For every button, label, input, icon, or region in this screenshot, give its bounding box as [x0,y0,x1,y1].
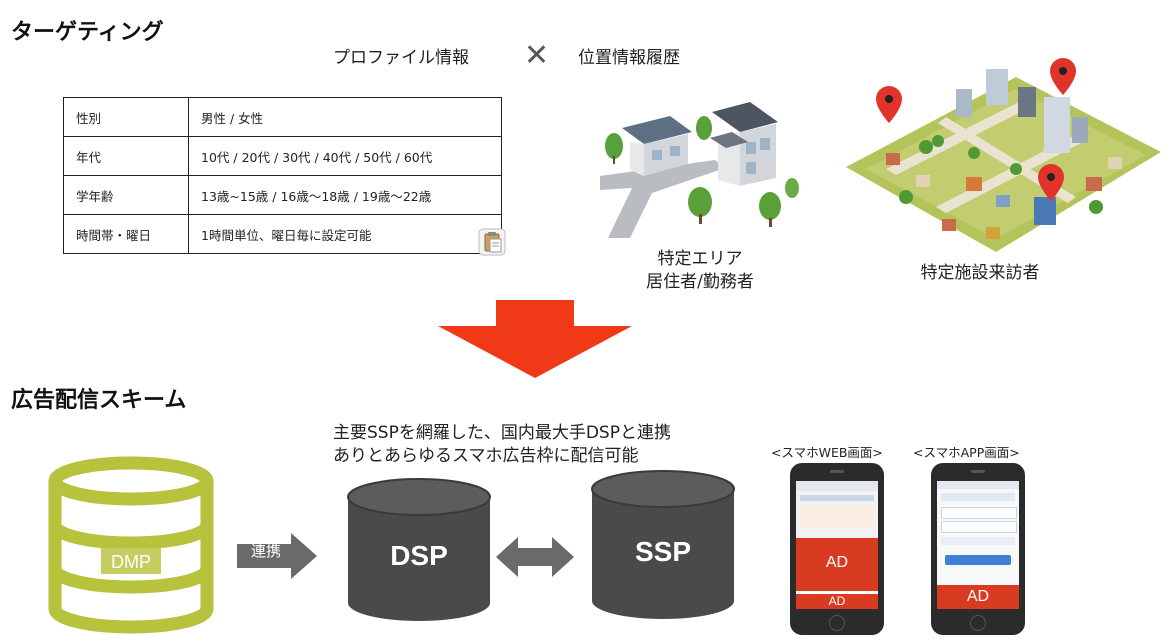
site-content [800,505,874,527]
ssp-label: SSP [635,536,691,567]
location-pin-icon [876,86,902,123]
app-ad-banner[interactable]: AD [937,585,1019,609]
table-row: 年代 10代 / 20代 / 30代 / 40代 / 50代 / 60代 [63,136,502,176]
clipboard-icon[interactable] [478,228,506,256]
facility-caption: 特定施設来訪者 [920,263,1040,283]
location-pin-icon [1050,58,1076,95]
table-value: 13歳~15歳 / 16歳〜18歳 / 19歳〜22歳 [188,175,502,215]
area-caption: 特定エリア 居住者/勤務者 [630,248,770,294]
table-key: 性別 [63,97,189,137]
app-phone-screen: AD [937,481,1019,609]
app-field [941,521,1017,533]
link-arrow-icon [237,533,317,579]
table-row: 学年齢 13歳~15歳 / 16歳〜18歳 / 19歳〜22歳 [63,175,502,215]
targeting-heading: ターゲティング [11,20,164,45]
description-line2: ありとあらゆるスマホ広告枠に配信可能 [333,446,639,466]
profile-info-label: プロファイル情報 [333,48,469,68]
location-history-label: 位置情報履歴 [578,48,680,68]
web-phone-mockup: AD AD [790,463,884,635]
app-field [941,507,1017,519]
table-key: 年代 [63,136,189,176]
down-arrow-icon [438,300,632,378]
table-value: 男性 / 女性 [188,97,502,137]
ad-divider [796,591,878,594]
scheme-description: 主要SSPを網羅した、国内最大手DSPと連携 ありとあらゆるスマホ広告枠に配信可… [333,422,671,468]
table-key: 時間帯・曜日 [63,214,189,254]
scheme-heading: 広告配信スキーム [11,388,187,413]
app-header [941,493,1015,501]
phone-speaker [971,470,985,473]
app-search-button[interactable] [945,555,1011,565]
app-screen-label: <スマホAPP画面> [913,445,1020,460]
area-caption-line1: 特定エリア [657,249,743,269]
dsp-cylinder: DSP [347,478,491,621]
cross-icon: ✕ [524,38,550,73]
web-ad-footer[interactable]: AD [796,594,878,609]
web-screen-label: <スマホWEB画面> [771,445,883,460]
home-button[interactable] [829,615,845,631]
houses-illustration [600,102,799,238]
ssp-cylinder: SSP [591,470,735,619]
site-header [800,495,874,501]
profile-table: 性別 男性 / 女性 年代 10代 / 20代 / 30代 / 40代 / 50… [63,97,502,254]
location-pin-icon [1038,164,1064,201]
table-value: 1時間単位、曜日毎に設定可能 [188,214,502,254]
phone-speaker [830,470,844,473]
link-label: 連携 [251,542,282,560]
web-phone-screen: AD AD [796,481,878,609]
description-line1: 主要SSPを網羅した、国内最大手DSPと連携 [333,423,671,443]
dsp-label: DSP [390,540,448,571]
area-caption-line2: 居住者/勤務者 [646,272,754,292]
home-button[interactable] [970,615,986,631]
dmp-label: DMP [111,552,151,572]
bidirectional-arrow-icon [496,537,574,577]
table-row: 時間帯・曜日 1時間単位、曜日毎に設定可能 [63,214,502,254]
ad-label: AD [825,554,849,571]
app-phone-mockup: AD [931,463,1025,635]
app-row [941,537,1015,545]
dmp-database-icon: DMP [48,456,214,634]
city-map-illustration [846,58,1161,252]
table-row: 性別 男性 / 女性 [63,97,502,137]
table-key: 学年齢 [63,175,189,215]
status-bar [937,481,1019,489]
browser-bar [796,481,878,491]
table-value: 10代 / 20代 / 30代 / 40代 / 50代 / 60代 [188,136,502,176]
